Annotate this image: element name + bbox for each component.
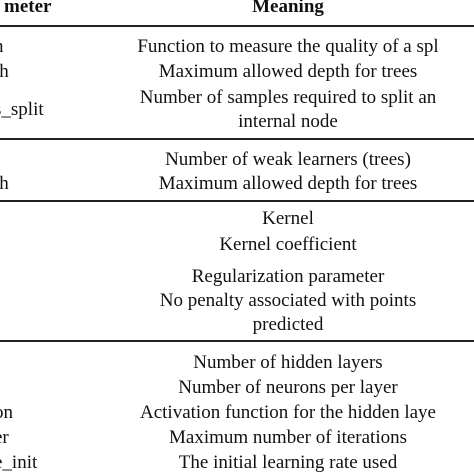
meaning-cell: Function to measure the quality of a spl (137, 36, 439, 57)
param-cell: on (0, 402, 13, 423)
meaning-cell: Activation function for the hidden laye (140, 402, 436, 423)
param-cell: th (0, 61, 9, 82)
meaning-cell: No penalty associated with points (159, 290, 417, 311)
group-rule (0, 138, 474, 140)
meaning-cell: Maximum allowed depth for trees (158, 61, 418, 82)
meaning-cell: Maximum allowed depth for trees (158, 173, 418, 194)
header-meaning: Meaning (252, 0, 324, 17)
param-cell: e_init (0, 452, 38, 473)
meaning-cell: Number of samples required to split an (139, 87, 437, 108)
meaning-cell: Number of weak learners (trees) (165, 149, 411, 170)
meaning-cell: Kernel coefficient (219, 234, 357, 255)
meaning-cell: Number of neurons per layer (178, 377, 398, 398)
param-cell: er (0, 427, 9, 448)
meaning-cell: Kernel (262, 208, 314, 229)
meaning-cell: Number of hidden layers (193, 352, 383, 373)
param-cell: s_split (0, 99, 44, 120)
param-cell: n (0, 35, 4, 58)
meaning-cell: internal node (238, 111, 338, 132)
header-parameter: meter (4, 0, 52, 17)
group-rule (0, 340, 474, 342)
group-rule (0, 200, 474, 202)
meaning-cell: Maximum number of iterations (169, 427, 407, 448)
param-cell: th (0, 173, 9, 194)
meaning-cell: Regularization parameter (191, 266, 385, 287)
meaning-cell: The initial learning rate used (178, 452, 398, 473)
header-rule (0, 25, 474, 27)
meaning-cell: predicted (252, 314, 324, 335)
